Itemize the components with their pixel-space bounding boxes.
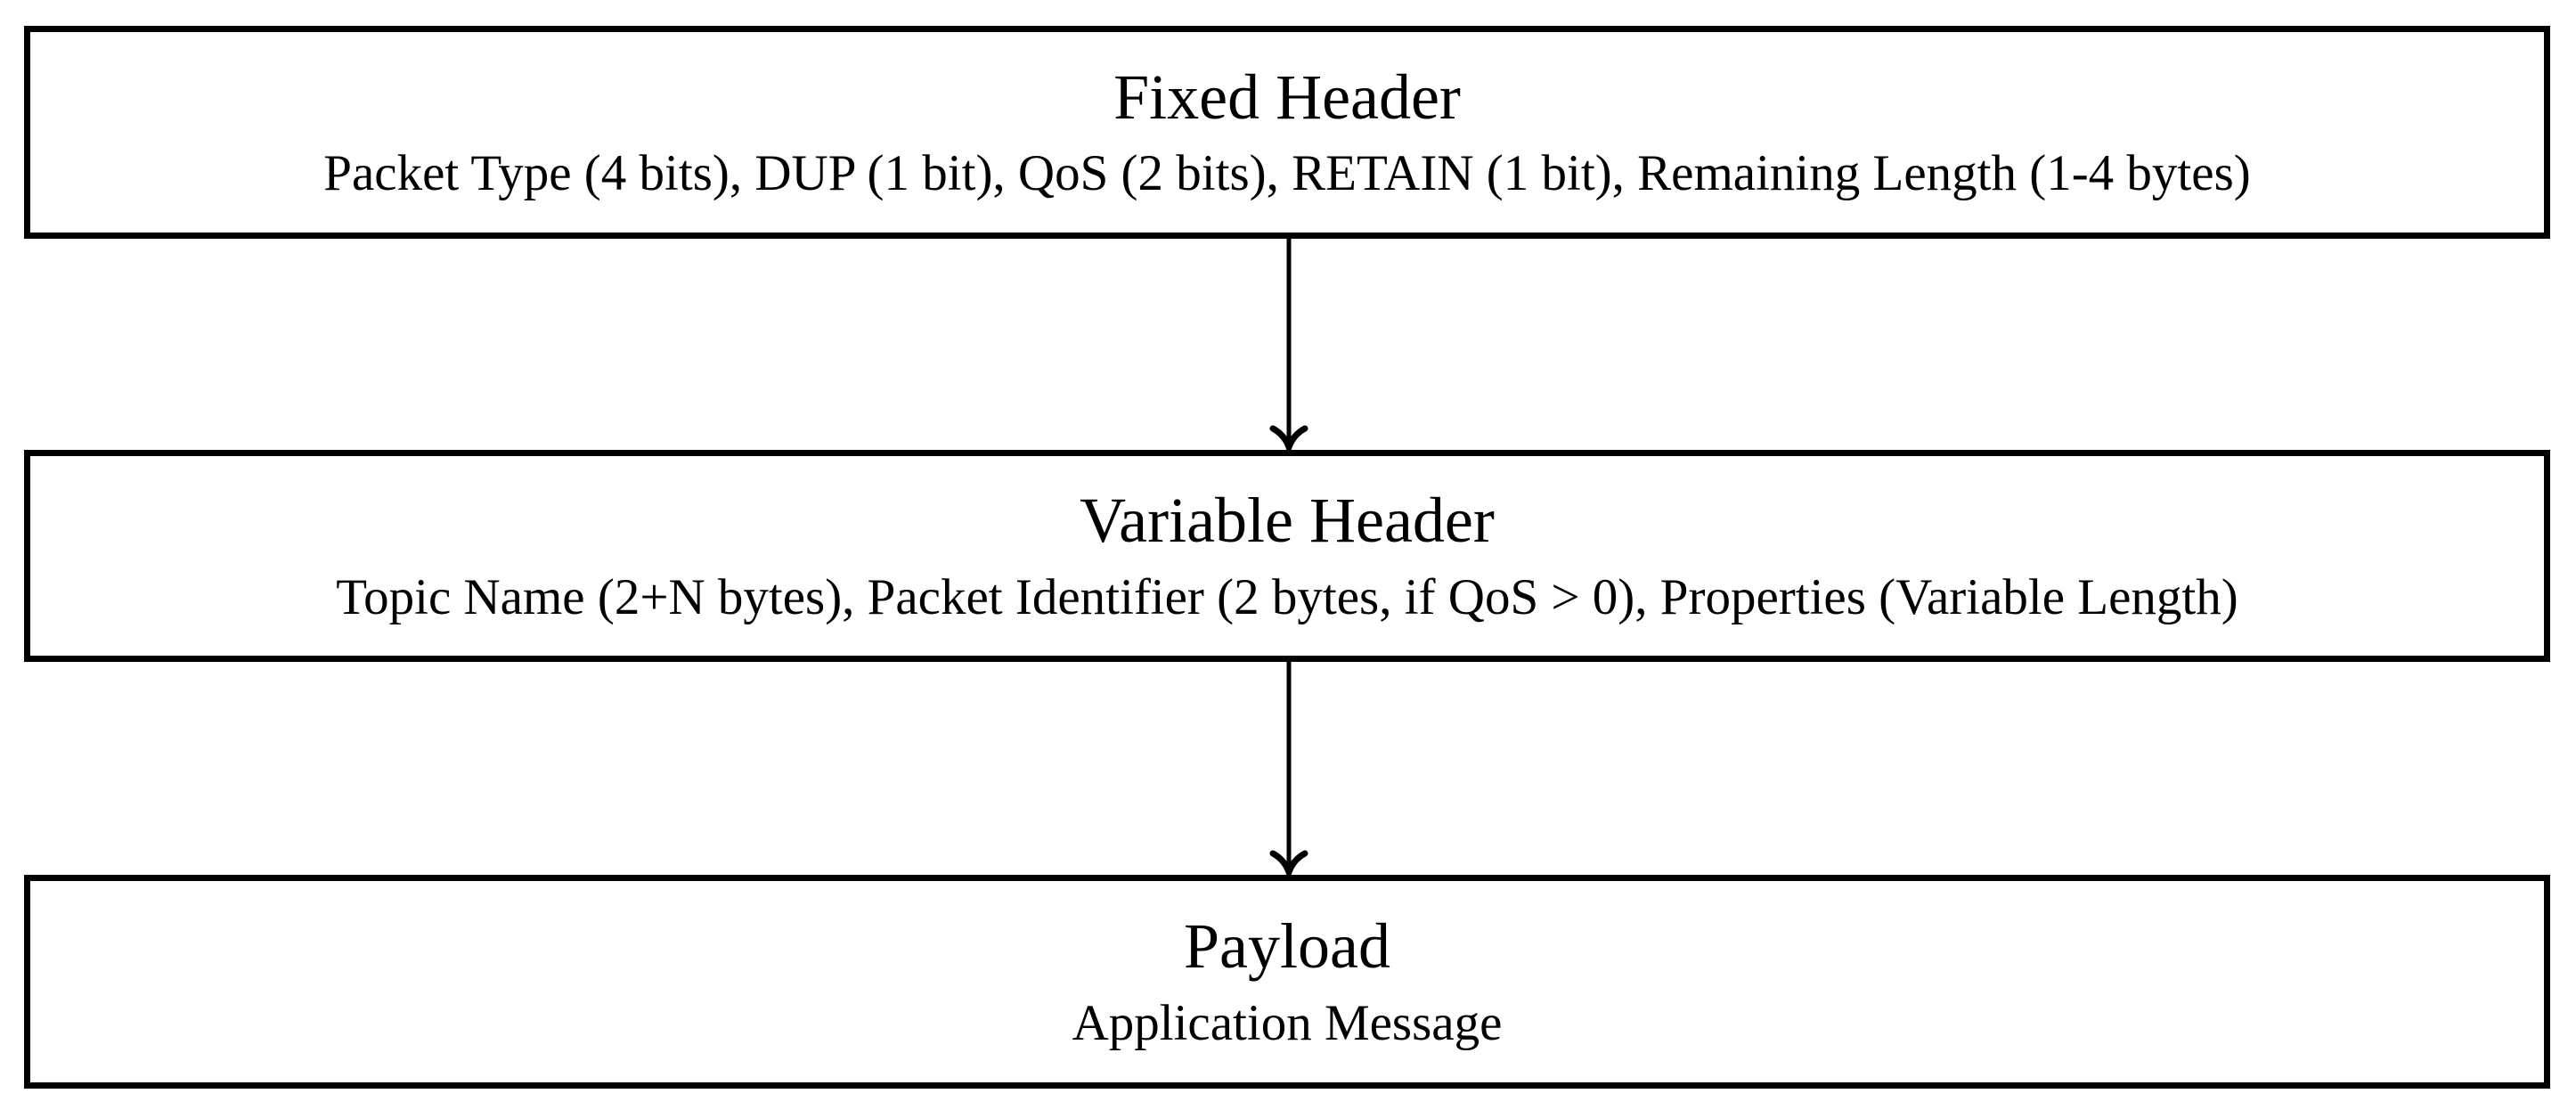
payload-fields: Application Message [1072, 994, 1503, 1051]
variable-header-fields: Topic Name (2+N bytes), Packet Identifie… [336, 568, 2238, 625]
fixed-header-fields: Packet Type (4 bits), DUP (1 bit), QoS (… [323, 145, 2251, 202]
down-arrow-icon [1269, 662, 1308, 875]
variable-header-title: Variable Header [1080, 485, 1495, 557]
box-payload: Payload Application Message [24, 875, 2550, 1089]
down-arrow-icon [1269, 239, 1308, 450]
box-fixed-header: Fixed Header Packet Type (4 bits), DUP (… [24, 26, 2550, 239]
payload-title: Payload [1184, 910, 1390, 983]
box-variable-header: Variable Header Topic Name (2+N bytes), … [24, 450, 2550, 662]
fixed-header-title: Fixed Header [1113, 61, 1461, 133]
